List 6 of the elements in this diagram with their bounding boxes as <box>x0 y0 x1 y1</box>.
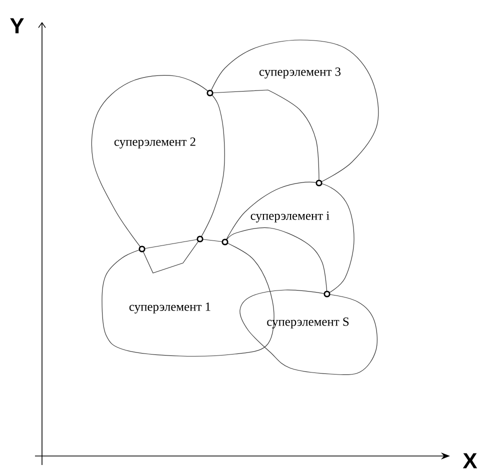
axis-label: X <box>462 453 478 468</box>
superelement-region: суперэлемент 3 <box>210 40 379 184</box>
superelement-region: суперэлемент i <box>224 182 354 294</box>
superelement-region: суперэлемент S <box>240 290 378 376</box>
axis-label: Y <box>10 18 24 34</box>
superelement-region: суперэлемент 2 <box>91 75 225 274</box>
